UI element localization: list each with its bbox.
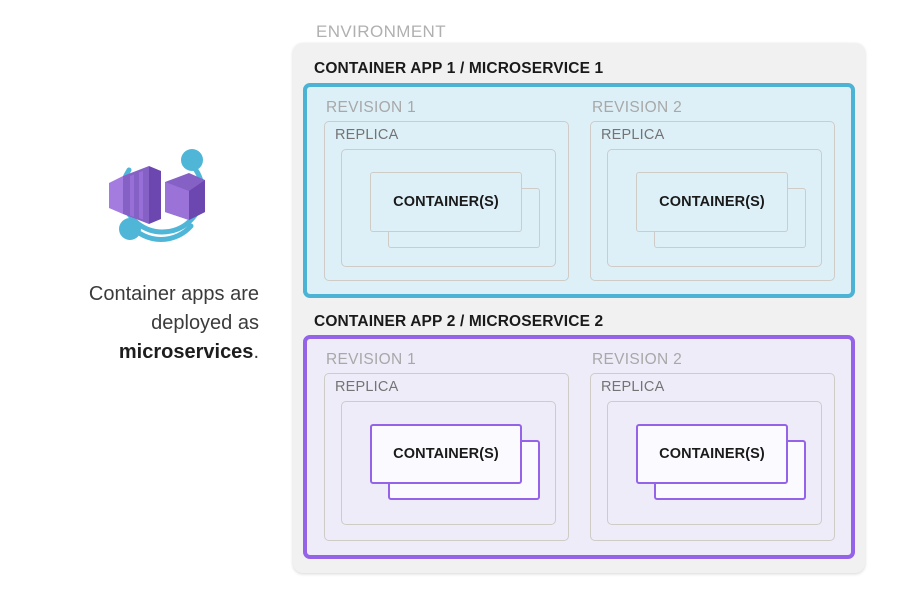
app2-revision-1-container-front: CONTAINER(S) xyxy=(370,424,522,484)
app2-revision-2-label: REVISION 2 xyxy=(592,351,682,368)
azure-container-apps-icon-svg xyxy=(109,149,205,242)
app1-revision-2-replica-box: REPLICA CONTAINER(S) xyxy=(590,121,835,281)
app1-revision-2-container-stack: CONTAINER(S) xyxy=(636,172,806,250)
app2-revision-1-label: REVISION 1 xyxy=(326,351,416,368)
container-app-2-title: CONTAINER APP 2 / MICROSERVICE 2 xyxy=(314,313,604,330)
app2-revision-1: REVISION 1 REPLICA CONTAINER(S) xyxy=(317,347,575,563)
app1-revision-1: REVISION 1 REPLICA CONTAINER(S) xyxy=(317,95,575,302)
caption-period: . xyxy=(253,341,259,363)
environment-box: CONTAINER APP 1 / MICROSERVICE 1 REVISIO… xyxy=(293,43,865,573)
container-app-1-box: REVISION 1 REPLICA CONTAINER(S) REVISION… xyxy=(303,83,855,298)
container-app-2-box: REVISION 1 REPLICA CONTAINER(S) REVISION… xyxy=(303,335,855,559)
app1-revision-2-container-front: CONTAINER(S) xyxy=(636,172,788,232)
app2-revision-2: REVISION 2 REPLICA CONTAINER(S) xyxy=(583,347,841,563)
app1-revision-1-label: REVISION 1 xyxy=(326,99,416,116)
app2-revision-2-container-front: CONTAINER(S) xyxy=(636,424,788,484)
app2-revision-2-container-stack: CONTAINER(S) xyxy=(636,424,806,502)
app2-revision-1-replica-inner: CONTAINER(S) xyxy=(341,401,556,525)
app1-revision-1-replica-label: REPLICA xyxy=(335,127,399,143)
app2-revision-1-replica-box: REPLICA CONTAINER(S) xyxy=(324,373,569,541)
app1-revision-1-container-label: CONTAINER(S) xyxy=(393,194,499,210)
caption-emphasis: microservices xyxy=(118,341,254,363)
app1-revision-1-container-front: CONTAINER(S) xyxy=(370,172,522,232)
app1-revision-2-replica-inner: CONTAINER(S) xyxy=(607,149,822,267)
app2-revision-1-container-label: CONTAINER(S) xyxy=(393,446,499,462)
app1-revision-2-replica-label: REPLICA xyxy=(601,127,665,143)
app2-revision-2-replica-label: REPLICA xyxy=(601,379,665,395)
app2-revision-2-container-label: CONTAINER(S) xyxy=(659,446,765,462)
app2-revision-1-container-stack: CONTAINER(S) xyxy=(370,424,540,502)
app2-revision-2-replica-inner: CONTAINER(S) xyxy=(607,401,822,525)
app1-revision-1-replica-inner: CONTAINER(S) xyxy=(341,149,556,267)
caption-line-1: Container apps are xyxy=(88,283,259,305)
app2-revision-2-replica-box: REPLICA CONTAINER(S) xyxy=(590,373,835,541)
environment-label: ENVIRONMENT xyxy=(316,22,447,41)
caption-line-2: deployed as xyxy=(151,312,259,334)
app1-revision-2: REVISION 2 REPLICA CONTAINER(S) xyxy=(583,95,841,302)
app2-revision-1-replica-label: REPLICA xyxy=(335,379,399,395)
app1-revision-2-container-label: CONTAINER(S) xyxy=(659,194,765,210)
azure-container-apps-icon xyxy=(105,140,215,250)
left-caption-panel: Container apps are deployed as microserv… xyxy=(55,140,265,367)
app1-revision-2-label: REVISION 2 xyxy=(592,99,682,116)
container-app-1-title: CONTAINER APP 1 / MICROSERVICE 1 xyxy=(314,60,604,77)
caption-text: Container apps are deployed as microserv… xyxy=(55,280,265,367)
app1-revision-1-container-stack: CONTAINER(S) xyxy=(370,172,540,250)
app1-revision-1-replica-box: REPLICA CONTAINER(S) xyxy=(324,121,569,281)
